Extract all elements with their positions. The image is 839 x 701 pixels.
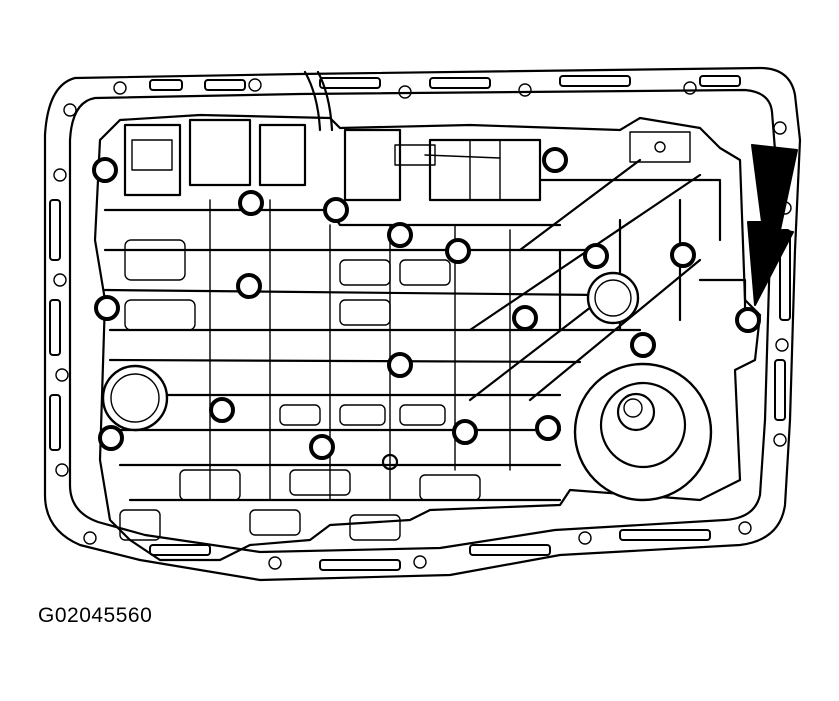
accumulator-bores <box>101 271 640 432</box>
harness-connector <box>394 131 691 166</box>
figure-id-label: G02045560 <box>38 604 153 627</box>
gasket-bolt-holes <box>53 78 792 570</box>
bolt <box>445 238 471 264</box>
bolt <box>535 415 561 441</box>
valve-body-diagram <box>43 66 802 582</box>
bolt <box>735 307 761 333</box>
bolt <box>323 197 349 223</box>
servo-housing <box>573 278 747 502</box>
bolt <box>630 332 656 358</box>
bolt <box>309 434 335 460</box>
wiring-harness <box>303 70 322 132</box>
bolt <box>387 352 413 378</box>
bolt <box>670 242 696 268</box>
detent-pin <box>381 453 399 471</box>
valve-bores <box>119 239 481 541</box>
valve-body-bolts <box>92 147 761 460</box>
bolt <box>238 190 264 216</box>
bolt <box>452 419 478 445</box>
bolt <box>387 222 413 248</box>
gasket-inner-outline <box>68 88 777 554</box>
gasket-slots <box>49 75 791 571</box>
bolt <box>209 397 235 423</box>
arrow-down-icon <box>747 144 798 306</box>
bolt <box>94 295 120 321</box>
bolt <box>583 243 609 269</box>
wiring-harness <box>316 70 334 132</box>
bolt <box>542 147 568 173</box>
bolt <box>98 425 124 451</box>
bolt <box>512 305 538 331</box>
bolt <box>236 273 262 299</box>
bolt <box>92 157 118 183</box>
valve-body-casting <box>93 113 762 562</box>
solenoid-pack <box>123 118 542 202</box>
gasket-outer-outline <box>43 66 802 582</box>
